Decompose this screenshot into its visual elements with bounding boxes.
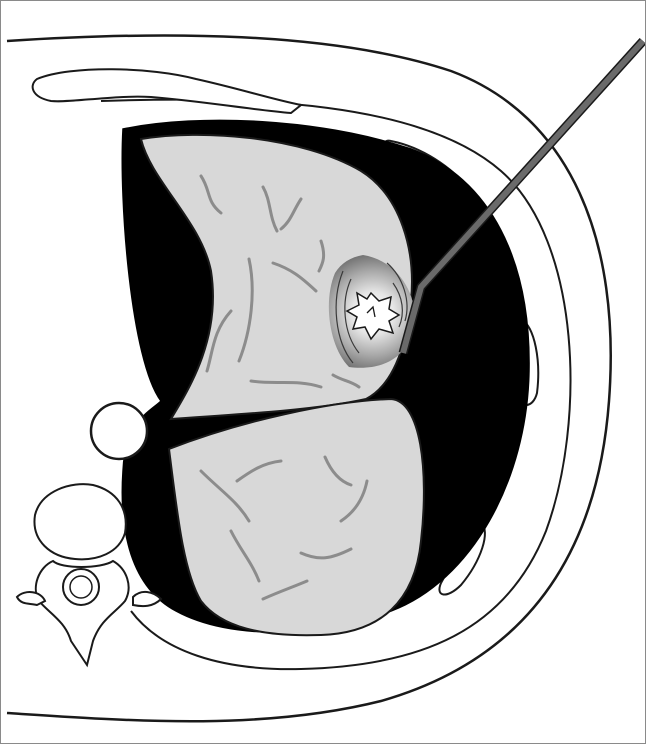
lung-lower-lobe: [169, 399, 424, 635]
aorta: [91, 403, 147, 459]
rib-upper: [33, 69, 301, 113]
spinal-canal-inner: [70, 576, 92, 598]
